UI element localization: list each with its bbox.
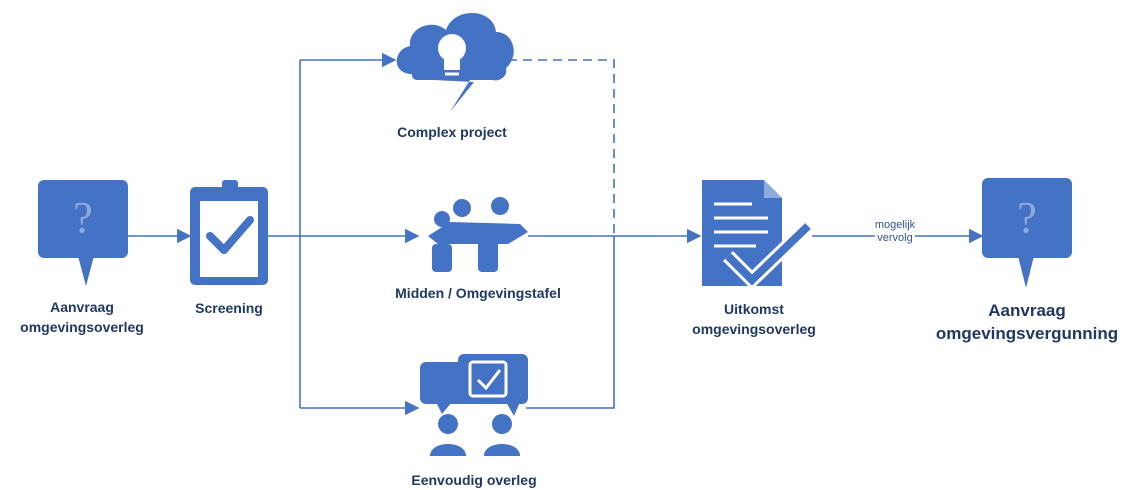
label-line: Eenvoudig overleg bbox=[411, 472, 537, 488]
question-bubble-icon: ? bbox=[982, 178, 1072, 288]
document-check-icon bbox=[702, 180, 813, 290]
label-line: Midden / Omgevingstafel bbox=[395, 285, 561, 301]
line-eenvoudig-to-merge bbox=[526, 236, 615, 409]
node-label-aanvraag-omgevingsvergunning: Aanvraag omgevingsvergunning bbox=[936, 299, 1118, 345]
clipboard-check-icon bbox=[190, 180, 268, 285]
label-line: Complex project bbox=[397, 124, 507, 140]
dashed-line-complex bbox=[508, 59, 615, 236]
node-label-uitkomst-omgevingsoverleg: Uitkomst omgevingsoverleg bbox=[692, 299, 816, 339]
label-line: Screening bbox=[195, 300, 263, 316]
node-label-screening: Screening bbox=[195, 298, 263, 318]
meeting-table-icon bbox=[428, 197, 528, 272]
label-line: Uitkomst bbox=[724, 301, 784, 317]
label-line: omgevingsoverleg bbox=[20, 319, 144, 335]
node-label-complex-project: Complex project bbox=[397, 122, 507, 142]
label-line: omgevingsoverleg bbox=[692, 321, 816, 337]
node-label-midden-omgevingstafel: Midden / Omgevingstafel bbox=[395, 283, 561, 303]
question-bubble-icon: ? bbox=[38, 180, 128, 286]
label-line: Aanvraag bbox=[988, 301, 1066, 320]
svg-text:?: ? bbox=[73, 193, 93, 242]
node-label-eenvoudig-overleg: Eenvoudig overleg bbox=[411, 470, 536, 490]
chat-people-icon bbox=[420, 354, 528, 456]
label-line: mogelijk bbox=[874, 219, 916, 231]
label-line: omgevingsvergunning bbox=[935, 324, 1119, 343]
node-label-aanvraag-omgevingsoverleg: Aanvraag omgevingsoverleg bbox=[20, 297, 144, 337]
edge-label-mogelijk-vervolg: mogelijk vervolg bbox=[874, 219, 916, 245]
label-line: Aanvraag bbox=[50, 299, 114, 315]
svg-text:?: ? bbox=[1017, 193, 1037, 242]
cloud-lightbulb-icon bbox=[396, 12, 514, 112]
label-line: vervolg bbox=[877, 232, 913, 244]
